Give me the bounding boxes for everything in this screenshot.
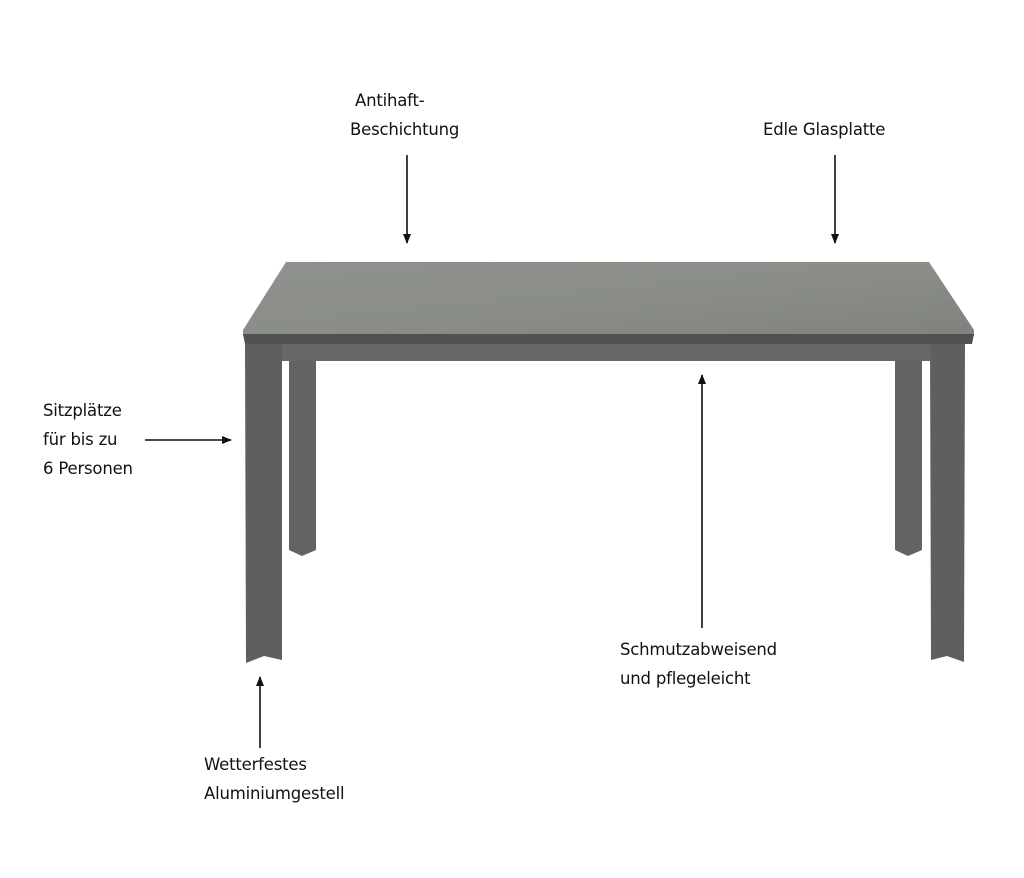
back-left-leg <box>289 358 316 556</box>
back-right-leg <box>895 358 922 556</box>
label-line: 6 Personen <box>43 459 133 478</box>
front-right-leg <box>930 344 965 662</box>
label-line: Sitzplätze <box>43 401 122 420</box>
label-line: Edle Glasplatte <box>763 120 886 139</box>
label-line: Beschichtung <box>350 120 460 139</box>
tabletop-edge <box>243 334 974 344</box>
label-line: und pflegeleicht <box>620 669 751 688</box>
label-frame: Wetterfestes Aluminiumgestell <box>204 750 345 808</box>
tabletop <box>243 262 974 336</box>
label-line: Wetterfestes <box>204 755 307 774</box>
label-coating: Antihaft- Beschichtung <box>350 86 459 144</box>
label-line: Aluminiumgestell <box>204 784 345 803</box>
label-glass-top: Edle Glasplatte <box>763 115 885 144</box>
front-left-leg <box>245 344 282 663</box>
label-line: Schmutzabweisend <box>620 640 777 659</box>
label-dirt-repellent: Schmutzabweisend und pflegeleicht <box>620 635 777 693</box>
label-line: Antihaft- <box>355 91 425 110</box>
table-apron <box>282 343 930 361</box>
label-seating: Sitzplätze für bis zu 6 Personen <box>43 396 133 483</box>
label-line: für bis zu <box>43 430 118 449</box>
